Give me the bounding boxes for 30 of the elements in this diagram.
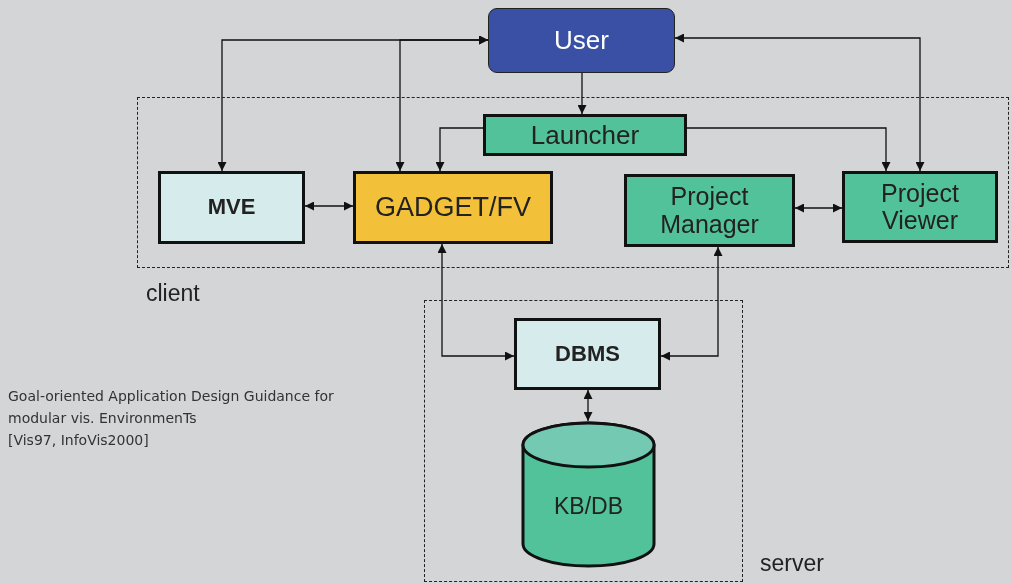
node-label: MVE: [207, 195, 256, 220]
process-box: [483, 114, 687, 156]
process-box: [158, 171, 305, 244]
arrow: [395, 35, 489, 172]
arrow: [686, 127, 891, 172]
region-label: server: [760, 551, 824, 577]
process-box: [514, 318, 661, 390]
node-label: User: [554, 26, 609, 55]
node-label: GADGET/FV: [375, 192, 531, 223]
note-text: [Vis97, InfoVis2000]: [8, 431, 150, 450]
arrow: [583, 389, 593, 422]
arrow: [577, 72, 587, 115]
process-box: [353, 171, 553, 244]
region-label: client: [146, 281, 200, 307]
user-box: [488, 8, 675, 73]
arrow: [435, 127, 484, 172]
process-box: [624, 174, 795, 247]
node-label: KB/DB: [554, 493, 623, 520]
process-box: [842, 171, 998, 243]
arrow: [304, 201, 354, 211]
node-label: Project Viewer: [880, 179, 960, 235]
node-label: DBMS: [555, 341, 620, 367]
note-text: Goal-oriented Application Design Guidance for modular vis. EnvironmenTs: [8, 387, 335, 428]
arrow: [437, 243, 515, 361]
database-cylinder: [521, 421, 656, 568]
node-label: Launcher: [530, 120, 640, 150]
arrow: [674, 33, 925, 172]
arrow: [794, 203, 843, 213]
arrow: [660, 246, 723, 361]
node-label: Project Manager: [659, 183, 760, 238]
